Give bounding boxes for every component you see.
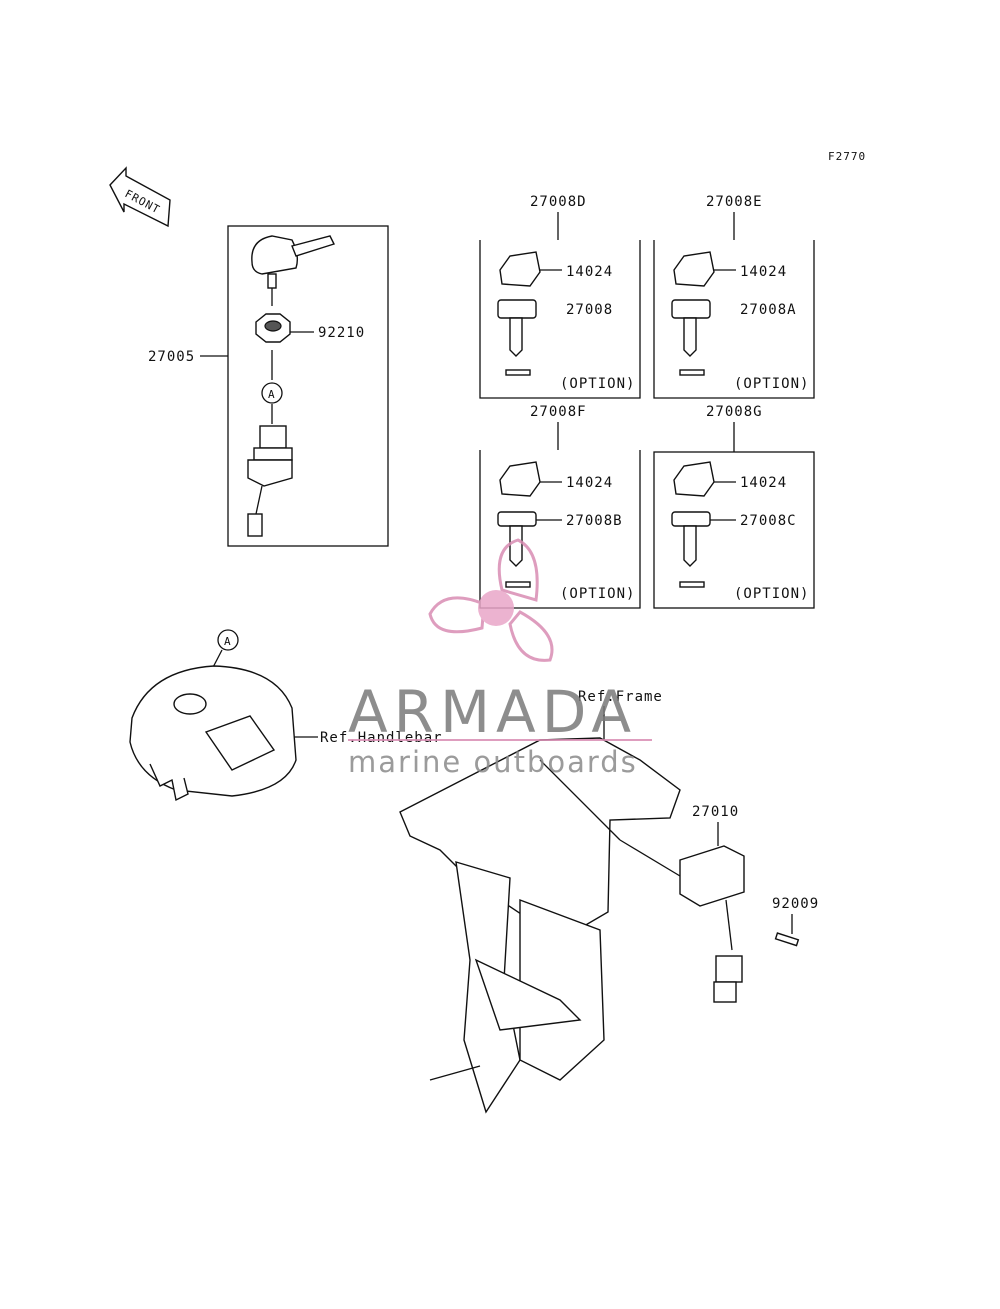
key-cap-icon bbox=[673, 251, 715, 287]
key-blank-icon bbox=[497, 511, 537, 567]
callout-27008d: 27008D bbox=[530, 194, 587, 210]
kit-d-option: (OPTION) bbox=[560, 376, 635, 392]
watermark-tagline: marine outboards bbox=[348, 745, 638, 779]
kit-f-option: (OPTION) bbox=[560, 586, 635, 602]
ref-a-circle-top bbox=[261, 382, 283, 404]
key-cap-icon bbox=[499, 251, 541, 287]
handlebar-cover-icon bbox=[129, 665, 297, 802]
assembly-box bbox=[227, 225, 389, 547]
kit-e-option: (OPTION) bbox=[734, 376, 809, 392]
hex-nut-icon bbox=[255, 313, 291, 343]
propeller-logo-icon bbox=[428, 538, 554, 662]
callout-92009: 92009 bbox=[772, 896, 819, 912]
key-tag-icon bbox=[505, 369, 531, 376]
key-blank-icon bbox=[671, 299, 711, 357]
kit-d-box bbox=[479, 240, 641, 399]
frame-icon bbox=[399, 737, 691, 1114]
ref-frame-label: Ref.Frame bbox=[578, 689, 663, 705]
kit-d-cap-callout: 14024 bbox=[566, 264, 613, 280]
ref-a-label-top: A bbox=[268, 388, 276, 401]
kit-g-cap-callout: 14024 bbox=[740, 475, 787, 491]
ref-handlebar-label: Ref.Handlebar bbox=[320, 730, 443, 746]
callout-92210: 92210 bbox=[318, 325, 365, 341]
kit-e-box bbox=[653, 240, 815, 399]
kit-g-key-callout: 27008C bbox=[740, 513, 797, 529]
kit-e-cap-callout: 14024 bbox=[740, 264, 787, 280]
key-blank-icon bbox=[671, 511, 711, 567]
callout-27010: 27010 bbox=[692, 804, 739, 820]
callout-27008f: 27008F bbox=[530, 404, 587, 420]
kit-f-box bbox=[479, 450, 641, 609]
relay-switch-icon bbox=[679, 845, 745, 1003]
screw-icon bbox=[774, 932, 800, 947]
callout-27008e: 27008E bbox=[706, 194, 763, 210]
ref-a-circle-bottom bbox=[217, 629, 239, 651]
key-tag-icon bbox=[679, 369, 705, 376]
kit-f-key-callout: 27008B bbox=[566, 513, 623, 529]
figure-code: F2770 bbox=[828, 150, 866, 163]
kit-f-cap-callout: 14024 bbox=[566, 475, 613, 491]
kit-g-option: (OPTION) bbox=[734, 586, 809, 602]
key-tag-icon bbox=[679, 581, 705, 588]
callout-27008g: 27008G bbox=[706, 404, 763, 420]
kit-d-key-callout: 27008 bbox=[566, 302, 613, 318]
ignition-key-icon bbox=[251, 235, 335, 306]
ref-a-label-bottom: A bbox=[224, 635, 232, 648]
watermark: ARMADA marine outboards bbox=[348, 538, 652, 779]
key-tag-icon bbox=[505, 581, 531, 588]
watermark-brand: ARMADA bbox=[348, 678, 637, 746]
key-blank-icon bbox=[497, 299, 537, 357]
kit-e-key-callout: 27008A bbox=[740, 302, 797, 318]
front-arrow-icon: FRONT bbox=[109, 166, 171, 228]
callout-27005: 27005 bbox=[148, 349, 195, 365]
key-cap-icon bbox=[673, 461, 715, 497]
kit-g-box bbox=[653, 451, 815, 609]
ignition-switch-icon bbox=[247, 425, 293, 537]
key-cap-icon bbox=[499, 461, 541, 497]
